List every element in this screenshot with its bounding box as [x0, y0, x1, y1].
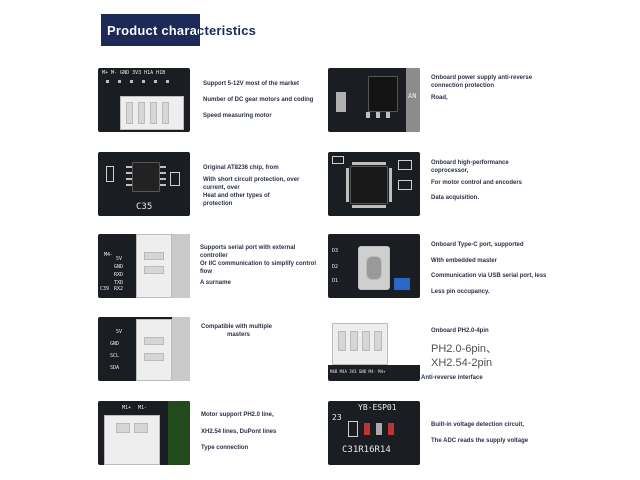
feature-text: flow: [200, 269, 212, 275]
feature-text: Speed measuring motor: [203, 113, 272, 119]
board-image-voltage-detection: YB-ESP01 23 C31R16R14: [328, 401, 420, 465]
pcb-label: YB-ESP01: [358, 403, 397, 412]
pcb-label: GND: [114, 264, 124, 270]
feature-text: Supports serial port with external: [200, 245, 296, 251]
pcb-pin-labels: M4B M4A 3V3 GND M4- M4+: [330, 369, 386, 374]
pcb-label: GND: [110, 341, 120, 347]
feature-text: controller: [200, 253, 228, 259]
title-banner: [101, 14, 200, 46]
white-connector: [136, 319, 172, 381]
feature-text: Heat and other types of: [203, 193, 270, 199]
feature-text: Anti-reverse interface: [421, 375, 483, 381]
feature-text: Motor support PH2.0 line,: [201, 412, 274, 418]
feature-text: coprocessor,: [431, 168, 469, 174]
board-image-ph20-connector: M4B M4A 3V3 GND M4- M4+: [328, 317, 420, 381]
feature-text: connection protection: [431, 83, 494, 89]
pcb-label: C39: [100, 286, 110, 292]
board-image-driver-chip: C35: [98, 152, 190, 216]
coprocessor-chip: [350, 166, 388, 204]
board-image-encoder-connector: M+ M- GND 3V3 H1A H1B: [98, 68, 190, 132]
feature-text: XH2.54-2pin: [431, 357, 493, 369]
feature-text: Original AT8236 chip, from: [203, 165, 279, 171]
pcb-label: M4-: [104, 252, 114, 258]
pcb-label: AN: [408, 92, 417, 100]
board-image-anti-reverse: AN: [328, 68, 420, 132]
board-image-type-c: D3 D2 D1: [328, 234, 420, 298]
feature-text: Or IIC communication to simplify control: [200, 261, 317, 267]
feature-text: Communication via USB serial port, less: [431, 273, 547, 279]
board-image-motor-port: M1+ M1-: [98, 401, 190, 465]
pcb-label: TXD: [114, 280, 124, 286]
at8236-chip: [132, 162, 160, 192]
pcb-label: M1+: [122, 405, 132, 411]
pcb-component-label: C35: [136, 202, 153, 212]
pcb-label: M1-: [138, 405, 148, 411]
feature-text: current, over: [203, 185, 240, 191]
feature-text: Support 5-12V most of the market: [203, 81, 300, 87]
pcb-label: RXD: [114, 272, 124, 278]
feature-text: XH2.54 lines, DuPont lines: [201, 429, 277, 435]
white-connector: [104, 415, 160, 465]
feature-text: Type connection: [201, 445, 249, 451]
pcb-pin-labels: M+ M- GND 3V3 H1A H1B: [102, 70, 166, 76]
feature-text: Data acquisition.: [431, 195, 480, 201]
feature-text: protection: [203, 201, 233, 207]
feature-text: Road,: [431, 95, 448, 101]
pcb-label: SCL: [110, 353, 120, 359]
pcb-label: 23: [332, 413, 342, 422]
pcb-label: SDA: [110, 365, 120, 371]
board-image-coprocessor: [328, 152, 420, 216]
page-title: Product characteristics: [107, 23, 257, 38]
mosfet-chip: [368, 76, 398, 112]
pcb-label: C31R16R14: [342, 445, 391, 455]
feature-text: With embedded master: [431, 258, 497, 264]
feature-text: The ADC reads the supply voltage: [431, 438, 529, 444]
pcb-label: D1: [332, 278, 339, 284]
feature-text: Compatible with multiple: [201, 324, 273, 330]
feature-text: Number of DC gear motors and coding: [203, 97, 314, 103]
pcb-label: D3: [332, 248, 339, 254]
feature-text: PH2.0-6pin、: [431, 343, 498, 355]
feature-text: For motor control and encoders: [431, 180, 523, 186]
feature-text: With short circuit protection, over: [203, 177, 300, 183]
feature-text: Onboard power supply anti-reverse: [431, 75, 533, 81]
feature-text: A surname: [200, 280, 231, 286]
feature-text: masters: [227, 332, 251, 338]
board-image-serial-port: M4- 5V GND RXD TXD C39 RX2: [98, 234, 190, 298]
board-image-i2c-port: 5V GND SCL SDA: [98, 317, 190, 381]
pcb-label: D2: [332, 264, 339, 270]
feature-text: Onboard PH2.0-4pin: [431, 328, 489, 334]
pcb-label: RX2: [114, 286, 124, 292]
feature-text: Onboard Type-C port, supported: [431, 242, 524, 248]
pcb-label: 5V: [116, 256, 123, 262]
feature-text: Built-in voltage detection circuit,: [431, 422, 525, 428]
feature-text: Onboard high-performance: [431, 160, 509, 166]
pcb-label: 5V: [116, 329, 123, 335]
feature-text: Less pin occupancy.: [431, 289, 490, 295]
